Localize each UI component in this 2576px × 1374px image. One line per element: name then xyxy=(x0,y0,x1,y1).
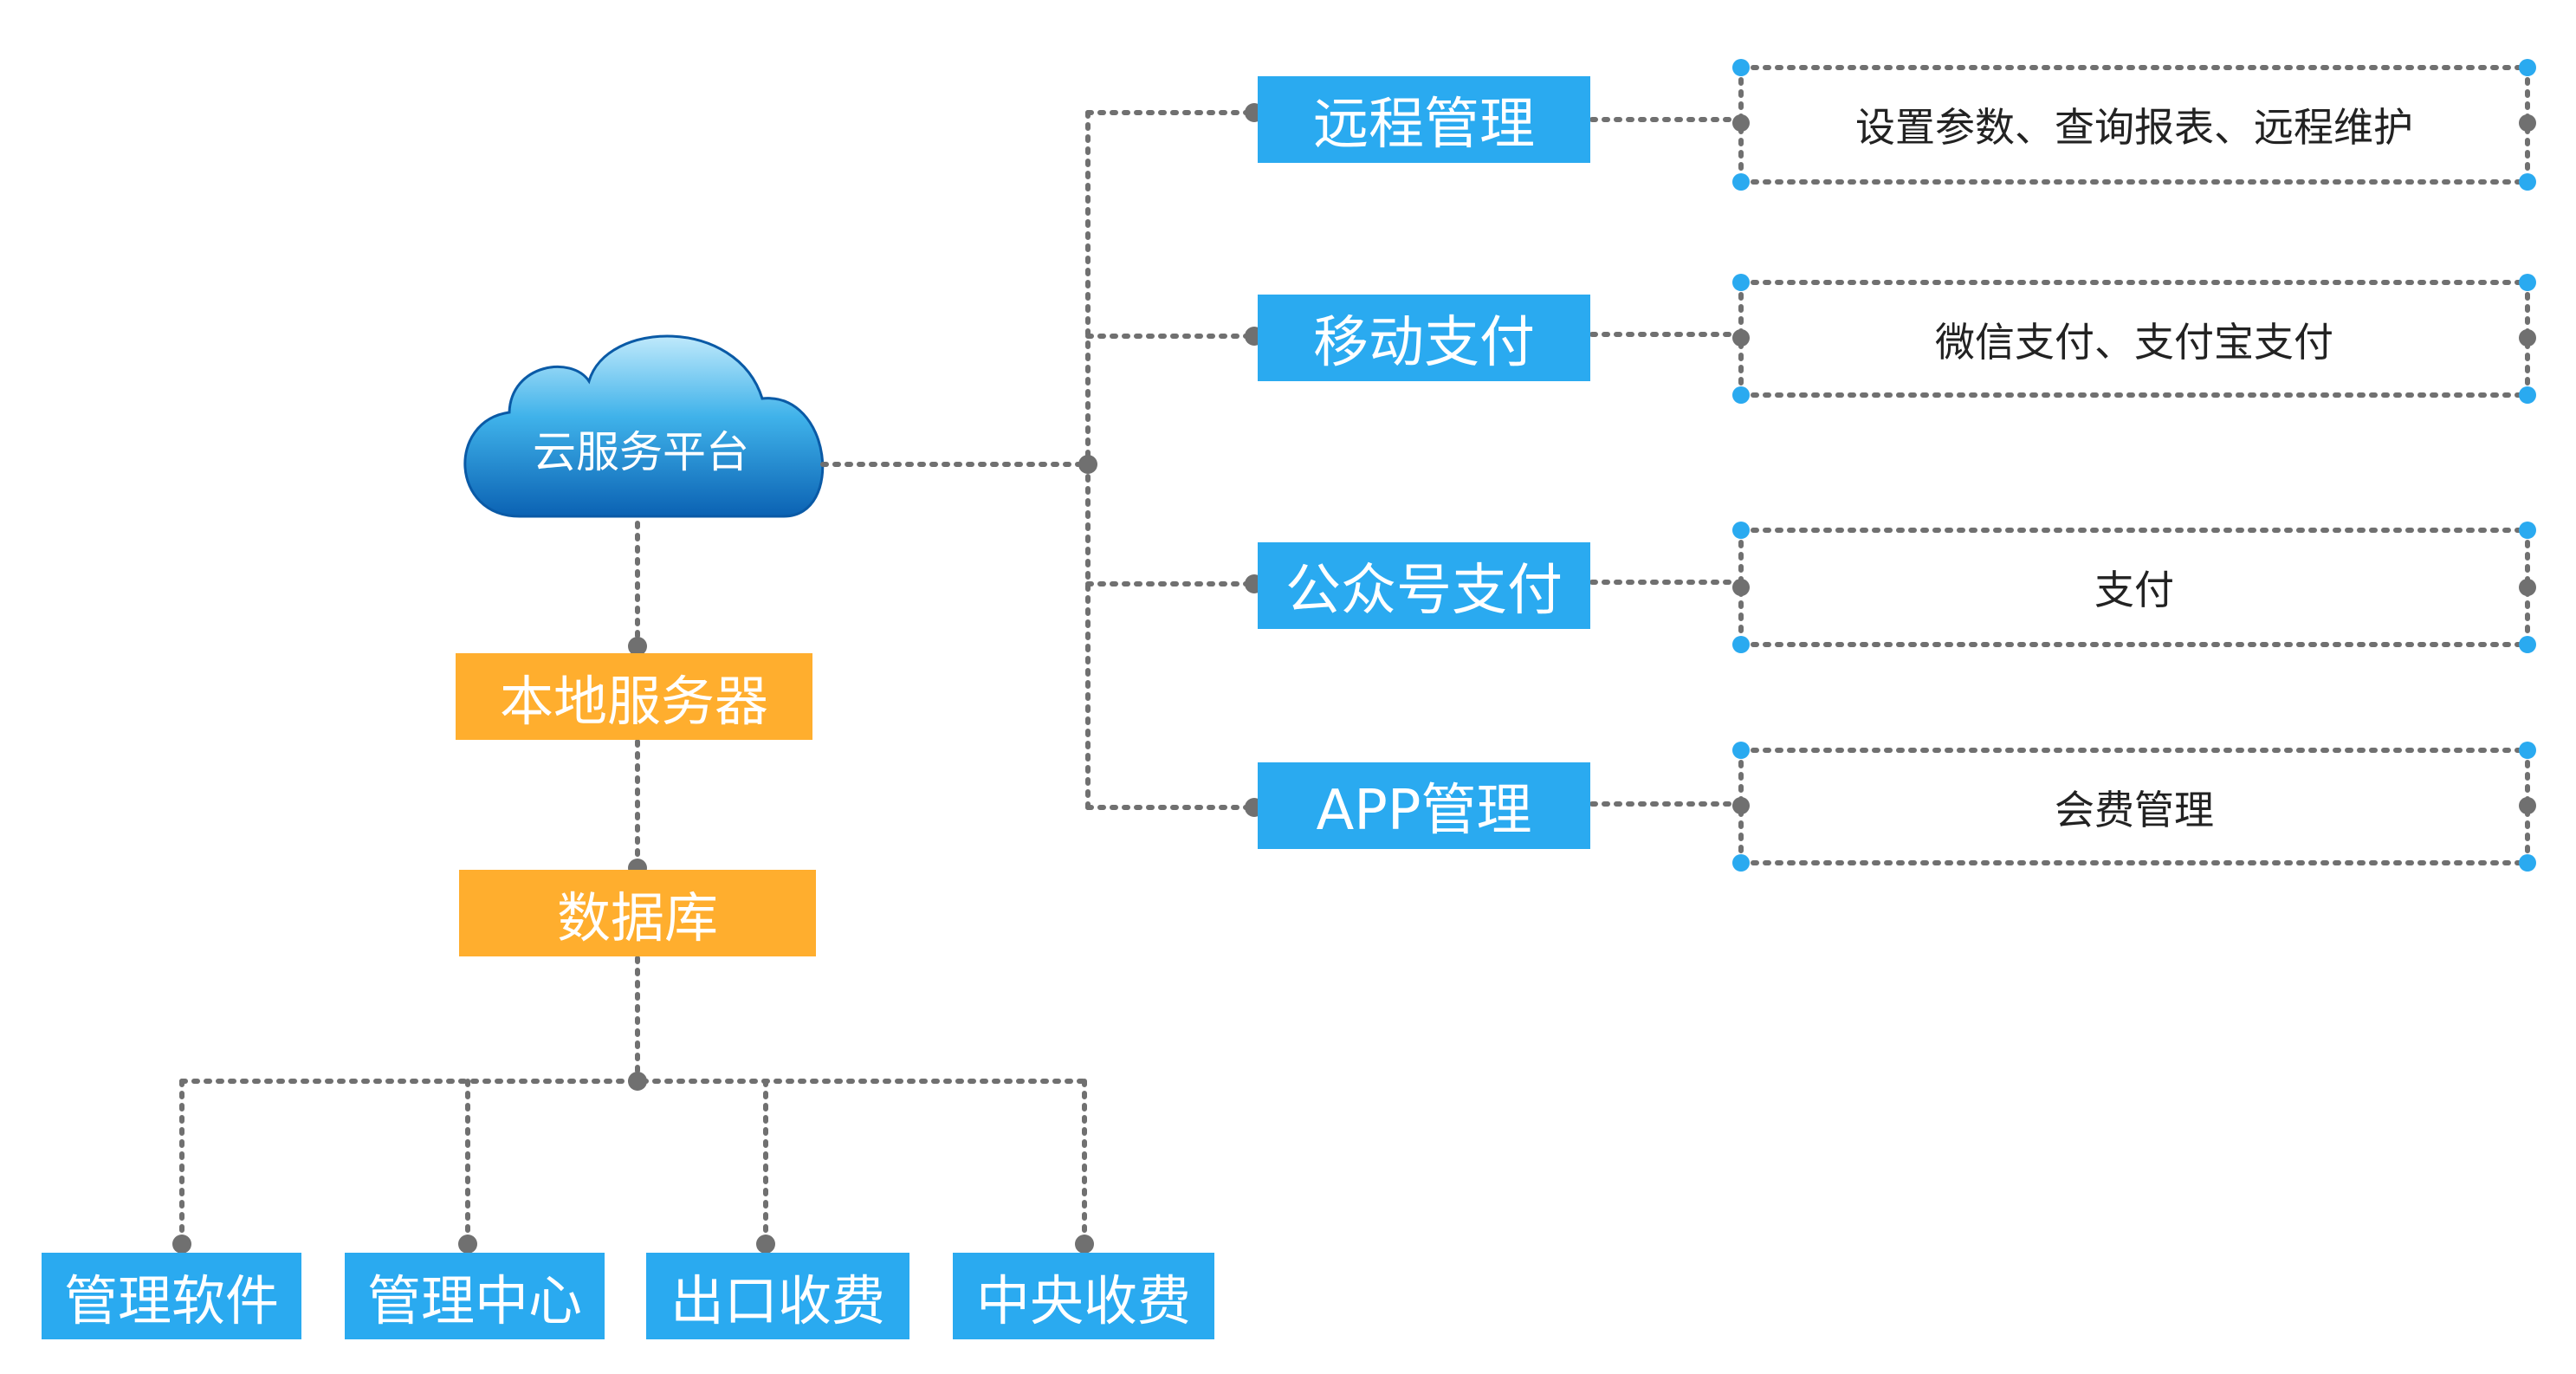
feature-mobile-payment: 移动支付 xyxy=(1258,295,1590,381)
frame-corner-dots xyxy=(1732,59,2536,872)
client-central-toll: 中央收费 xyxy=(953,1253,1214,1339)
cloud-platform-label: 云服务平台 xyxy=(533,427,749,477)
feature-description-1: 设置参数、查询报表、远程维护 xyxy=(1855,104,2413,151)
feature-remote-management: 远程管理 xyxy=(1258,76,1590,163)
description-frame-2 xyxy=(1738,280,2530,398)
cloud-icon xyxy=(463,334,825,518)
description-frame-4 xyxy=(1738,748,2530,865)
client-management-software: 管理软件 xyxy=(42,1253,301,1339)
feature-app-management: APP管理 xyxy=(1258,762,1590,849)
local-server-node: 本地服务器 xyxy=(456,653,812,740)
database-node: 数据库 xyxy=(459,870,816,956)
description-frame-1 xyxy=(1738,65,2530,185)
client-management-center: 管理中心 xyxy=(345,1253,605,1339)
feature-description-2: 微信支付、支付宝支付 xyxy=(1935,319,2333,366)
feature-description-3: 支付 xyxy=(2094,567,2174,613)
description-frame-3 xyxy=(1738,528,2530,647)
client-exit-toll: 出口收费 xyxy=(646,1253,909,1339)
feature-official-account-payment: 公众号支付 xyxy=(1258,542,1590,629)
feature-description-4: 会费管理 xyxy=(2055,787,2214,833)
